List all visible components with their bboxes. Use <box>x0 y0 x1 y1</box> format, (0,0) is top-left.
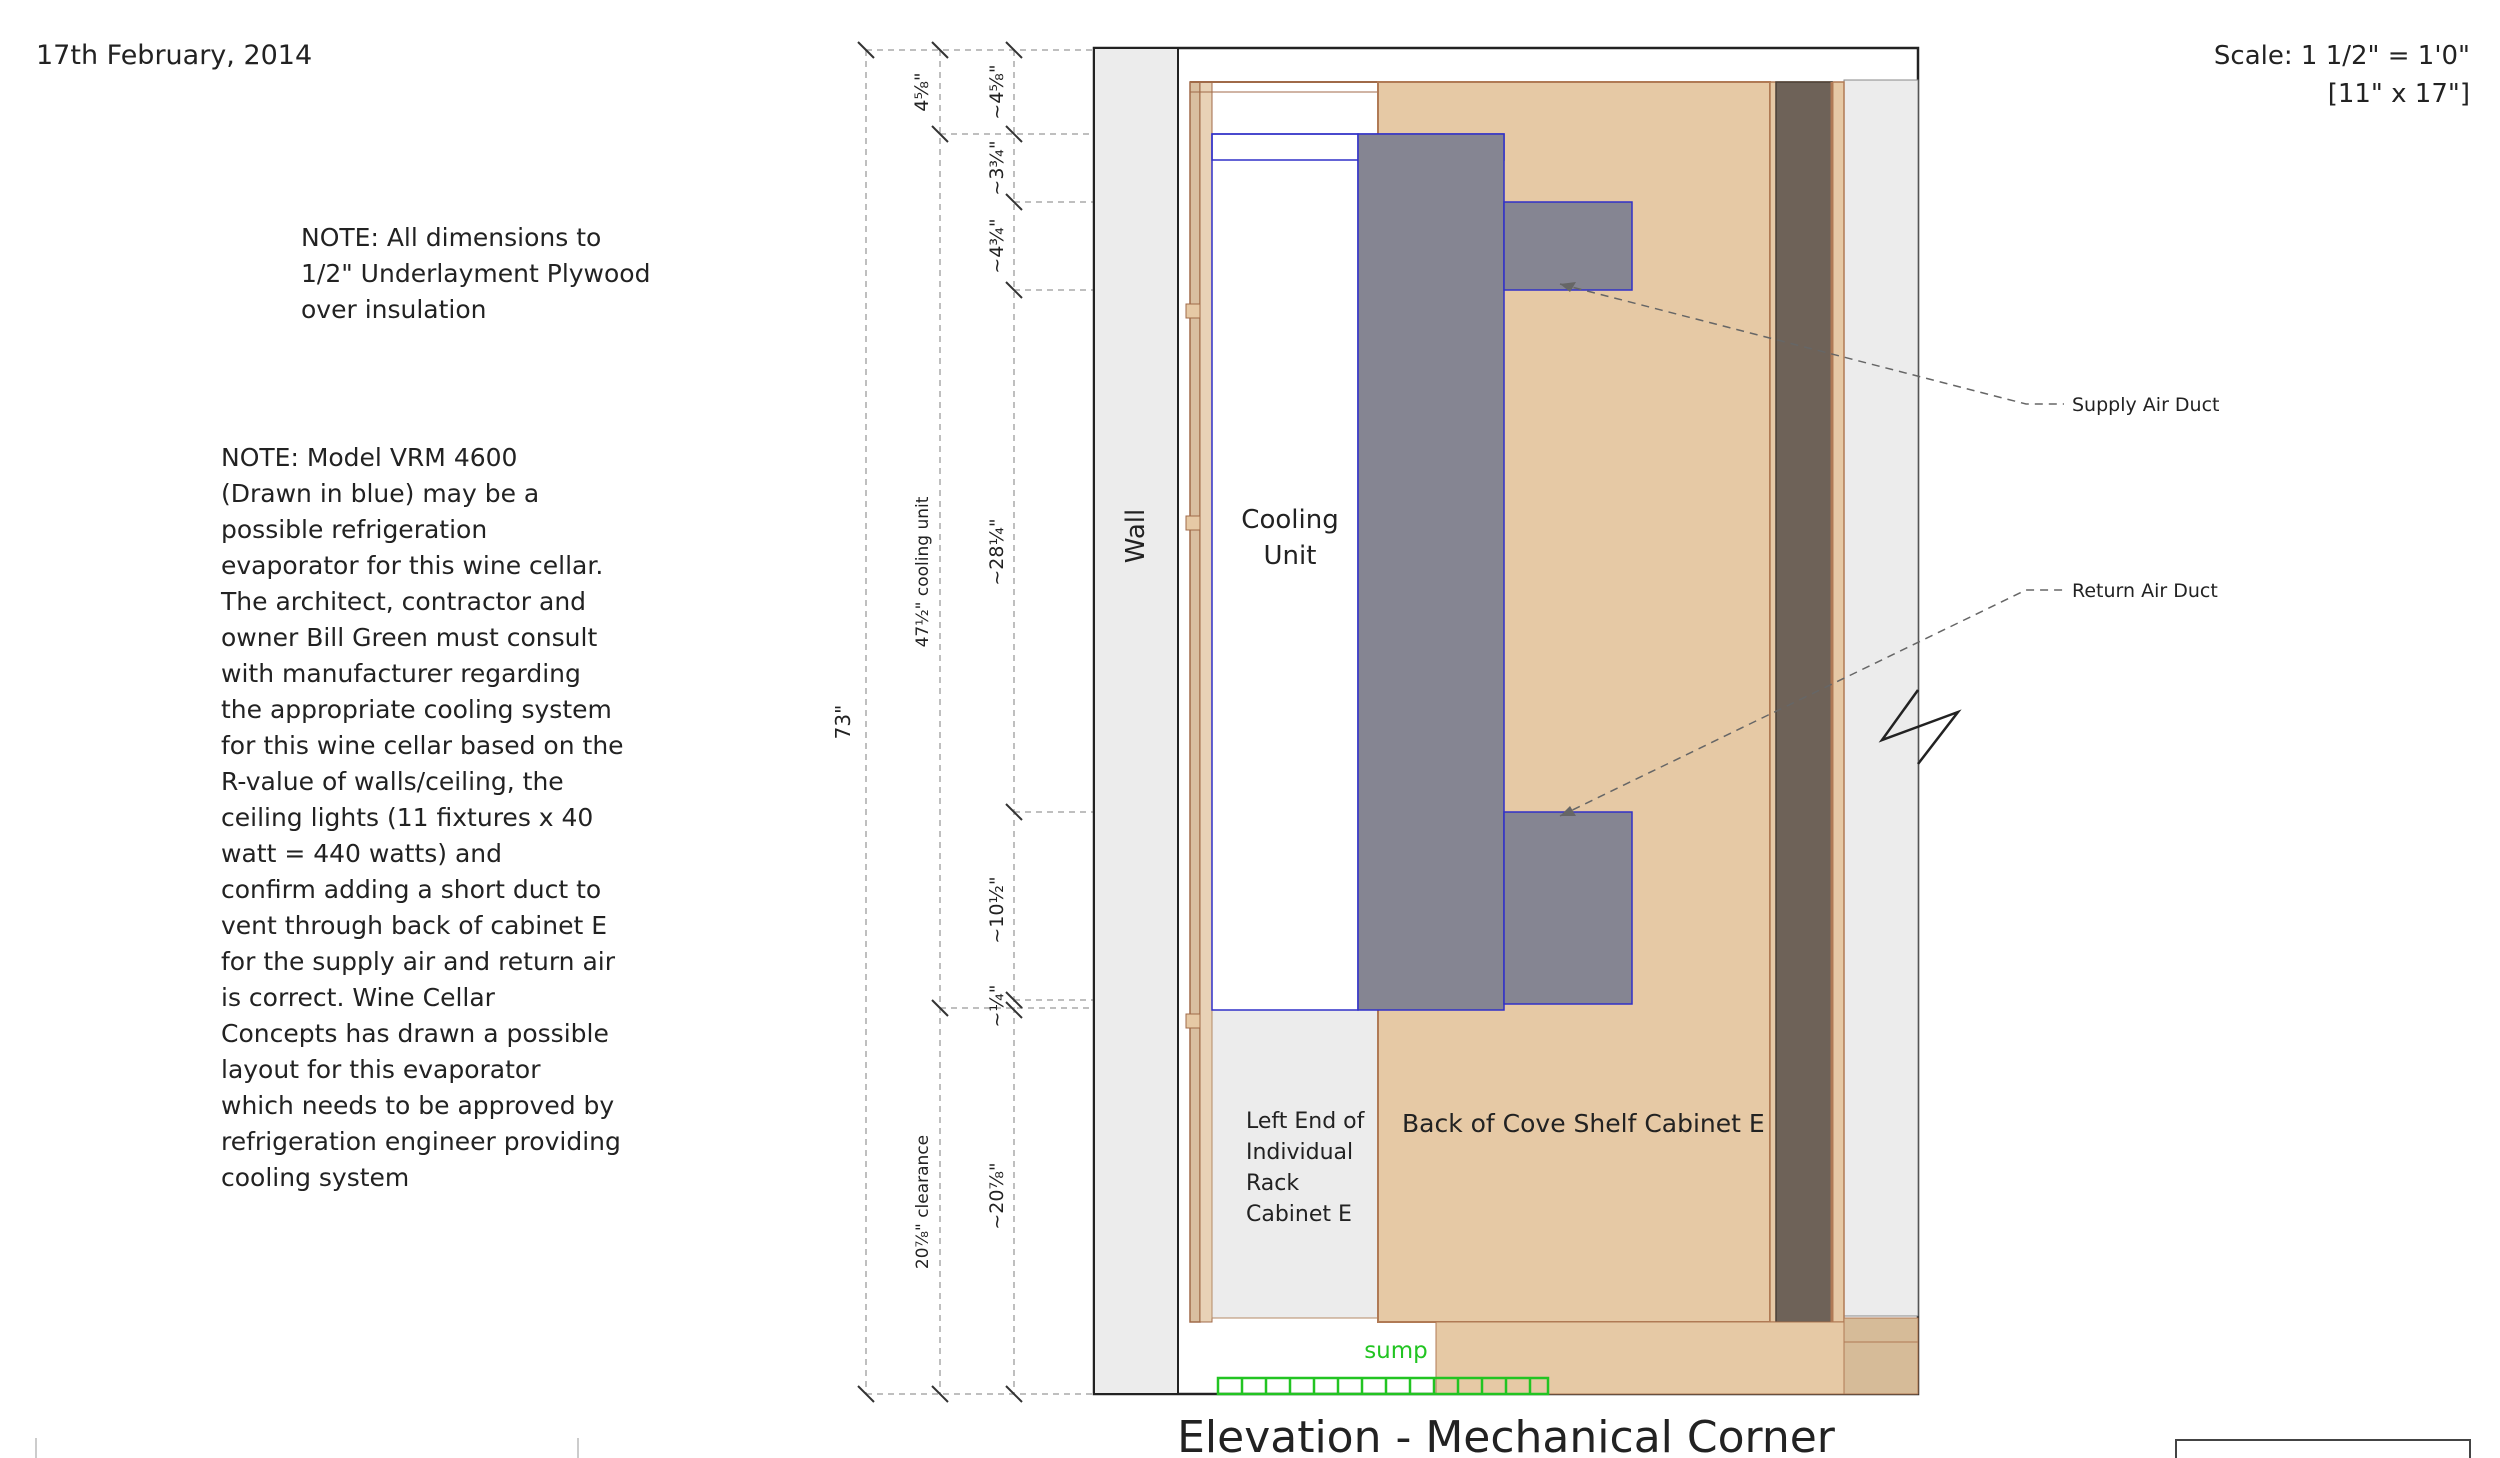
model-note-line: evaporator for this wine cellar. <box>221 551 604 580</box>
cabinet-toe-base <box>1435 1321 1919 1395</box>
dimensions-note: NOTE: All dimensions to 1/2" Underlaymen… <box>301 220 650 328</box>
model-note-line: for the supply air and return air <box>221 947 615 976</box>
model-note-line: refrigeration engineer providing <box>221 1127 621 1156</box>
title-block-box <box>2175 1439 2471 1458</box>
leader-lines <box>1559 283 2064 817</box>
dim-seg4-label: ~10½" <box>986 876 1008 943</box>
model-note-line: with manufacturer regarding <box>221 659 581 688</box>
drawing-title: Elevation - Mechanical Corner <box>1177 1412 1836 1458</box>
model-note-line: possible refrigeration <box>221 515 488 544</box>
paper-size-text: [11" x 17"] <box>2328 79 2470 109</box>
rack-pegs <box>1185 303 1201 1029</box>
dim-clearance-label: 20⅞" clearance <box>913 1135 933 1269</box>
supply-arrowhead <box>1560 282 1576 292</box>
model-note-line: watt = 440 watts) and <box>221 839 503 868</box>
dim-seg5-label: ~¼" <box>986 984 1008 1027</box>
left-end-label-line4: Cabinet E <box>1246 1202 1352 1227</box>
corner-base <box>1843 1317 1919 1395</box>
cooling-unit-label-line2: Unit <box>1264 541 1317 571</box>
model-note-line: ceiling lights (11 fixtures x 40 <box>221 803 594 832</box>
supply-duct-label: Supply Air Duct <box>2072 394 2219 416</box>
model-note-line: which needs to be approved by <box>221 1091 615 1120</box>
dim-seg1-label: ~3¾" <box>986 140 1008 195</box>
model-note-line: layout for this evaporator <box>221 1055 541 1084</box>
dimensions-note-line: NOTE: All dimensions to <box>301 223 602 252</box>
dim-top-gap-label: 4⅝" <box>911 72 933 111</box>
evaporator-body <box>1357 133 1505 1011</box>
supply-air-duct <box>1503 201 1633 291</box>
left-end-rack-cabinet <box>1211 999 1379 1319</box>
back-cove-label: Back of Cove Shelf Cabinet E <box>1402 1109 1765 1138</box>
cooling-unit-label-line1: Cooling <box>1241 505 1338 535</box>
cooling-unit-face <box>1211 133 1359 1011</box>
model-note-line: (Drawn in blue) may be a <box>221 479 540 508</box>
model-note-line: The architect, contractor and <box>221 587 587 616</box>
model-note-line: NOTE: Model VRM 4600 <box>221 443 518 472</box>
date-text: 17th February, 2014 <box>36 40 312 71</box>
left-end-label-line1: Left End of <box>1246 1109 1366 1134</box>
model-note-line: cooling system <box>221 1163 410 1192</box>
model-note-line: vent through back of cabinet E <box>221 911 607 940</box>
wall-label: Wall <box>1121 509 1151 563</box>
page-bottom-marks <box>35 1438 579 1458</box>
rack-upright-left <box>1189 81 1201 1323</box>
scale-text: Scale: 1 1/2" = 1'0" <box>2214 41 2470 71</box>
dim-seg3-label: ~28¼" <box>986 518 1008 585</box>
model-note-line: the appropriate cooling system <box>221 695 612 724</box>
left-end-label-line3: Rack <box>1246 1171 1299 1196</box>
return-arrowhead <box>1560 806 1576 816</box>
dim-cooling-unit-label: 47½" cooling unit <box>913 496 933 647</box>
dim-top-gap-approx-label: ~4⅝" <box>986 64 1008 119</box>
dimensions-note-line: 1/2" Underlayment Plywood <box>301 259 651 288</box>
dimension-lines <box>865 49 1370 1395</box>
sump-grate <box>1216 1376 1550 1396</box>
model-note-line: Concepts has drawn a possible <box>221 1019 609 1048</box>
return-air-duct <box>1503 811 1633 1005</box>
wall <box>1093 47 1179 1395</box>
model-note-line: R-value of walls/ceiling, the <box>221 767 564 796</box>
model-note-line: confirm adding a short duct to <box>221 875 602 904</box>
dimension-ticks <box>857 41 1023 1403</box>
dim-seg2-label: ~4¾" <box>986 218 1008 273</box>
dim-overall-label: 73" <box>831 705 855 740</box>
break-line-symbol <box>1878 689 1962 765</box>
right-wall-strip <box>1843 79 1919 1317</box>
dark-vertical-strip <box>1775 81 1833 1323</box>
model-note-line: is correct. Wine Cellar <box>221 983 495 1012</box>
sump-label: sump <box>1364 1338 1428 1364</box>
model-note-line: owner Bill Green must consult <box>221 623 598 652</box>
model-note-line: for this wine cellar based on the <box>221 731 624 760</box>
dimensions-note-line: over insulation <box>301 295 487 324</box>
model-note: NOTE: Model VRM 4600 (Drawn in blue) may… <box>221 440 624 1196</box>
rack-upright-right <box>1199 81 1213 1323</box>
dim-seg6-label: ~20⅞" <box>986 1162 1008 1229</box>
return-duct-label: Return Air Duct <box>2072 580 2218 602</box>
left-end-label-line2: Individual <box>1246 1140 1353 1165</box>
